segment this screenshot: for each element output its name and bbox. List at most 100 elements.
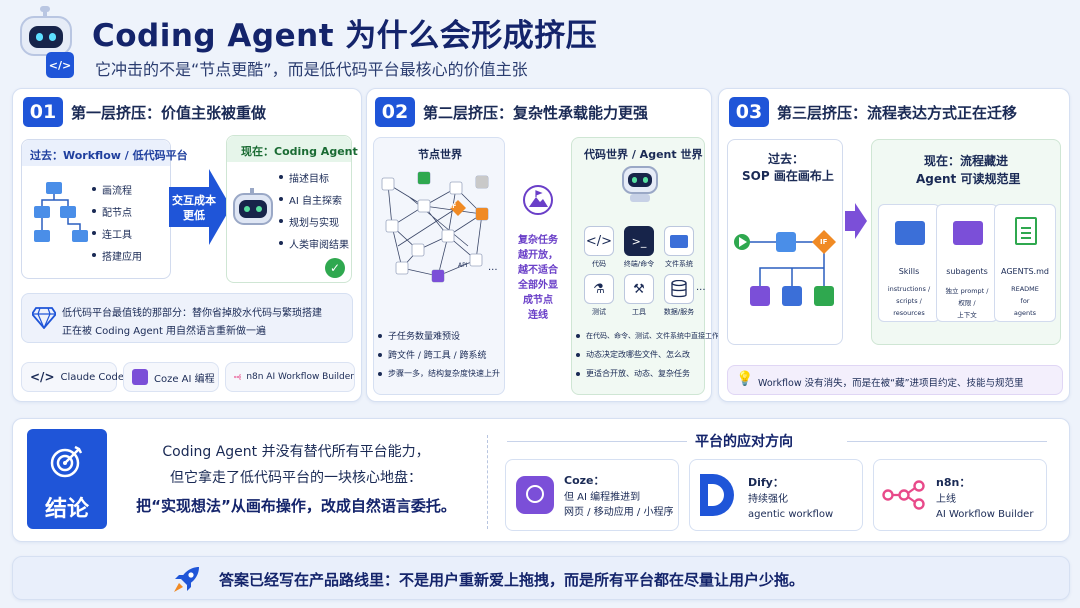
section-3-note: 💡 Workflow 没有消失，而是在被“藏”进项目约定、技能与规范里: [727, 365, 1063, 395]
tile-label-test: 测试: [592, 308, 606, 316]
conclusion-badge: 结论: [27, 429, 107, 529]
platform-dify: Dify： 持续强化 agentic workflow: [689, 459, 863, 531]
platforms-head-line-left: [507, 441, 687, 442]
coze-desc-2: 网页 / 移动应用 / 小程序: [564, 507, 674, 518]
platforms-head: 平台的应对方向: [695, 434, 793, 450]
note-line-2: 正在被 Coding Agent 用自然语言重新做一遍: [62, 326, 267, 337]
code-bullet-2: 动态决定改哪些文件、怎么改: [576, 345, 719, 364]
node-bullet-3: 步骤一多，结构复杂度快速上升: [378, 364, 500, 383]
section-1-title: 第一层挤压：价值主张被重做: [71, 104, 267, 122]
section-3-card: 03 第三层挤压：流程表达方式正在迁移 过去： SOP 画在画布上 IF 现在：…: [718, 88, 1070, 402]
now-spec-box: 现在：流程藏进 Agent 可读规范里 Skills instructions …: [871, 139, 1061, 345]
spec-head-2: Agent 可读规范里: [916, 172, 1021, 186]
coze-logo-icon: [516, 476, 554, 514]
target-icon: [50, 445, 83, 478]
node-api-label: API: [458, 262, 468, 269]
tiles-more: ...: [696, 282, 706, 293]
section-3-title: 第三层挤压：流程表达方式正在迁移: [777, 104, 1018, 122]
subagents-desc-3: 上下文: [957, 311, 977, 319]
lightbulb-icon: 💡: [736, 371, 754, 387]
code-bracket-icon: </>: [30, 370, 55, 384]
section-2-card: 02 第二层挤压：复杂性承载能力更强 节点世界: [366, 88, 719, 402]
flowchart-icon: [34, 182, 88, 242]
dify-name: Dify：: [748, 476, 784, 489]
platform-coze: Coze： 但 AI 编程推进到 网页 / 移动应用 / 小程序: [505, 459, 679, 531]
now-box-head: 现在：Coding Agent: [241, 145, 358, 158]
conclusion-card: 结论 Coding Agent 并没有替代所有平台能力， 但它拿走了低代码平台的…: [12, 418, 1070, 542]
folder-icon: [664, 226, 694, 256]
subagents-desc-1: 独立 prompt /: [945, 287, 989, 295]
flask-icon: ⚗: [584, 274, 614, 304]
section-3-note-text: Workflow 没有消失，而是在被“藏”进项目约定、技能与规范里: [758, 378, 1024, 389]
tools-icon: ⚒: [624, 274, 654, 304]
agents-md-name: AGENTS.md: [1001, 267, 1049, 276]
database-icon: [664, 274, 694, 304]
tile-label-terminal: 终端/命令: [623, 260, 655, 268]
sop-if-label: IF: [820, 238, 828, 246]
document-icon: [1015, 217, 1037, 245]
past-sop-box: 过去： SOP 画在画布上 IF: [727, 139, 843, 345]
conclusion-divider: [487, 435, 488, 529]
conclusion-line-3: 把“实现想法”从画布操作，改成自然语言委托。: [136, 497, 456, 515]
dify-desc-1: 持续强化: [748, 494, 788, 505]
sop-flow-icon: [734, 230, 836, 306]
arrow-right-icon-2: [845, 203, 867, 239]
node-world-box: 节点世界 I: [373, 137, 505, 395]
diamond-icon: [32, 307, 56, 329]
dify-logo-icon: [700, 474, 734, 516]
past-item-3: 连工具: [92, 222, 142, 244]
subagents-name: subagents: [946, 267, 988, 276]
section-1-note: 低代码平台最值钱的那部分：替你省掉胶水代码与繁琐搭建 正在被 Coding Ag…: [21, 293, 353, 343]
coze-name: Coze：: [564, 474, 605, 487]
conclusion-line-2: 但它拿走了低代码平台的一块核心地盘：: [170, 470, 422, 486]
section-3-number: 03: [729, 97, 769, 127]
tool-coze: Coze AI 编程: [123, 362, 219, 392]
past-item-2: 配节点: [92, 200, 142, 222]
node-if-label: IF: [450, 203, 457, 210]
sop-head-1: 过去：: [768, 152, 805, 166]
n8n-desc-1: 上线: [936, 494, 956, 505]
n8n-icon: [234, 374, 242, 380]
tile-label-files: 文件系统: [665, 260, 693, 268]
tile-label-code: 代码: [592, 260, 606, 268]
now-item-1: 描述目标: [279, 166, 349, 188]
past-item-1: 画流程: [92, 178, 142, 200]
section-1-number: 01: [23, 97, 63, 127]
node-world-head: 节点世界: [418, 148, 462, 161]
skills-desc-1: instructions /: [887, 285, 931, 293]
past-box-head: 过去：Workflow / 低代码平台: [30, 149, 188, 162]
past-workflow-box: 过去：Workflow / 低代码平台 画流程 配节点 连工具 搭建应用: [21, 139, 188, 279]
dify-desc-2: agentic workflow: [748, 509, 834, 520]
platforms-head-line-right: [847, 441, 1047, 442]
page-title: Coding Agent 为什么会形成挤压: [92, 18, 598, 54]
agent-robot-icon: [620, 164, 660, 204]
code-icon: </>: [584, 226, 614, 256]
section-1-card: 01 第一层挤压：价值主张被重做 过去：Workflow / 低代码平台 画流程…: [12, 88, 362, 402]
section-2-title: 第二层挤压：复杂性承载能力更强: [423, 104, 649, 122]
code-world-box: 代码世界 / Agent 世界 </> >_ 代码 终端/命令 文件系统 ⚗ ⚒…: [571, 137, 719, 395]
tool-n8n: n8n AI Workflow Builder: [225, 362, 355, 392]
platform-n8n: n8n： 上线 AI Workflow Builder: [873, 459, 1047, 531]
skills-desc-2: scripts /: [896, 297, 922, 305]
footer-text: 答案已经写在产品路线里：不是用户重新爱上拖拽，而是所有平台都在尽量让用户少拖。: [219, 571, 805, 589]
agents-md-desc-2: for: [1020, 297, 1030, 305]
n8n-desc-2: AI Workflow Builder: [936, 509, 1034, 520]
tile-label-tools: 工具: [632, 308, 646, 316]
tile-label-data: 数据/服务: [663, 308, 695, 316]
n8n-name: n8n：: [936, 476, 971, 489]
sop-head-2: SOP 画在画布上: [742, 169, 834, 183]
coze-cube-icon: [132, 369, 148, 385]
skills-desc-3: resources: [893, 309, 925, 317]
node-bullet-2: 跨文件 / 跨工具 / 跨系统: [378, 345, 500, 364]
tool-claude-code: </> Claude Code: [21, 362, 124, 392]
subagents-desc-2: 权限 /: [958, 299, 976, 307]
agents-md-desc-3: agents: [1013, 309, 1037, 317]
arrow-text: 交互成本 更低: [172, 194, 216, 222]
node-bullet-1: 子任务数量难预设: [378, 326, 500, 345]
now-coding-agent-box: 现在：Coding Agent 描述目标 AI 自主探索 规划与实现 人类审阅结…: [226, 135, 358, 283]
folder-purple-icon: [953, 221, 983, 245]
coze-desc-1: 但 AI 编程推进到: [564, 492, 641, 503]
n8n-logo-icon: [882, 480, 925, 510]
folder-blue-icon: [895, 221, 925, 245]
subagents-folder: subagents 独立 prompt / 权限 / 上下文: [936, 204, 998, 322]
